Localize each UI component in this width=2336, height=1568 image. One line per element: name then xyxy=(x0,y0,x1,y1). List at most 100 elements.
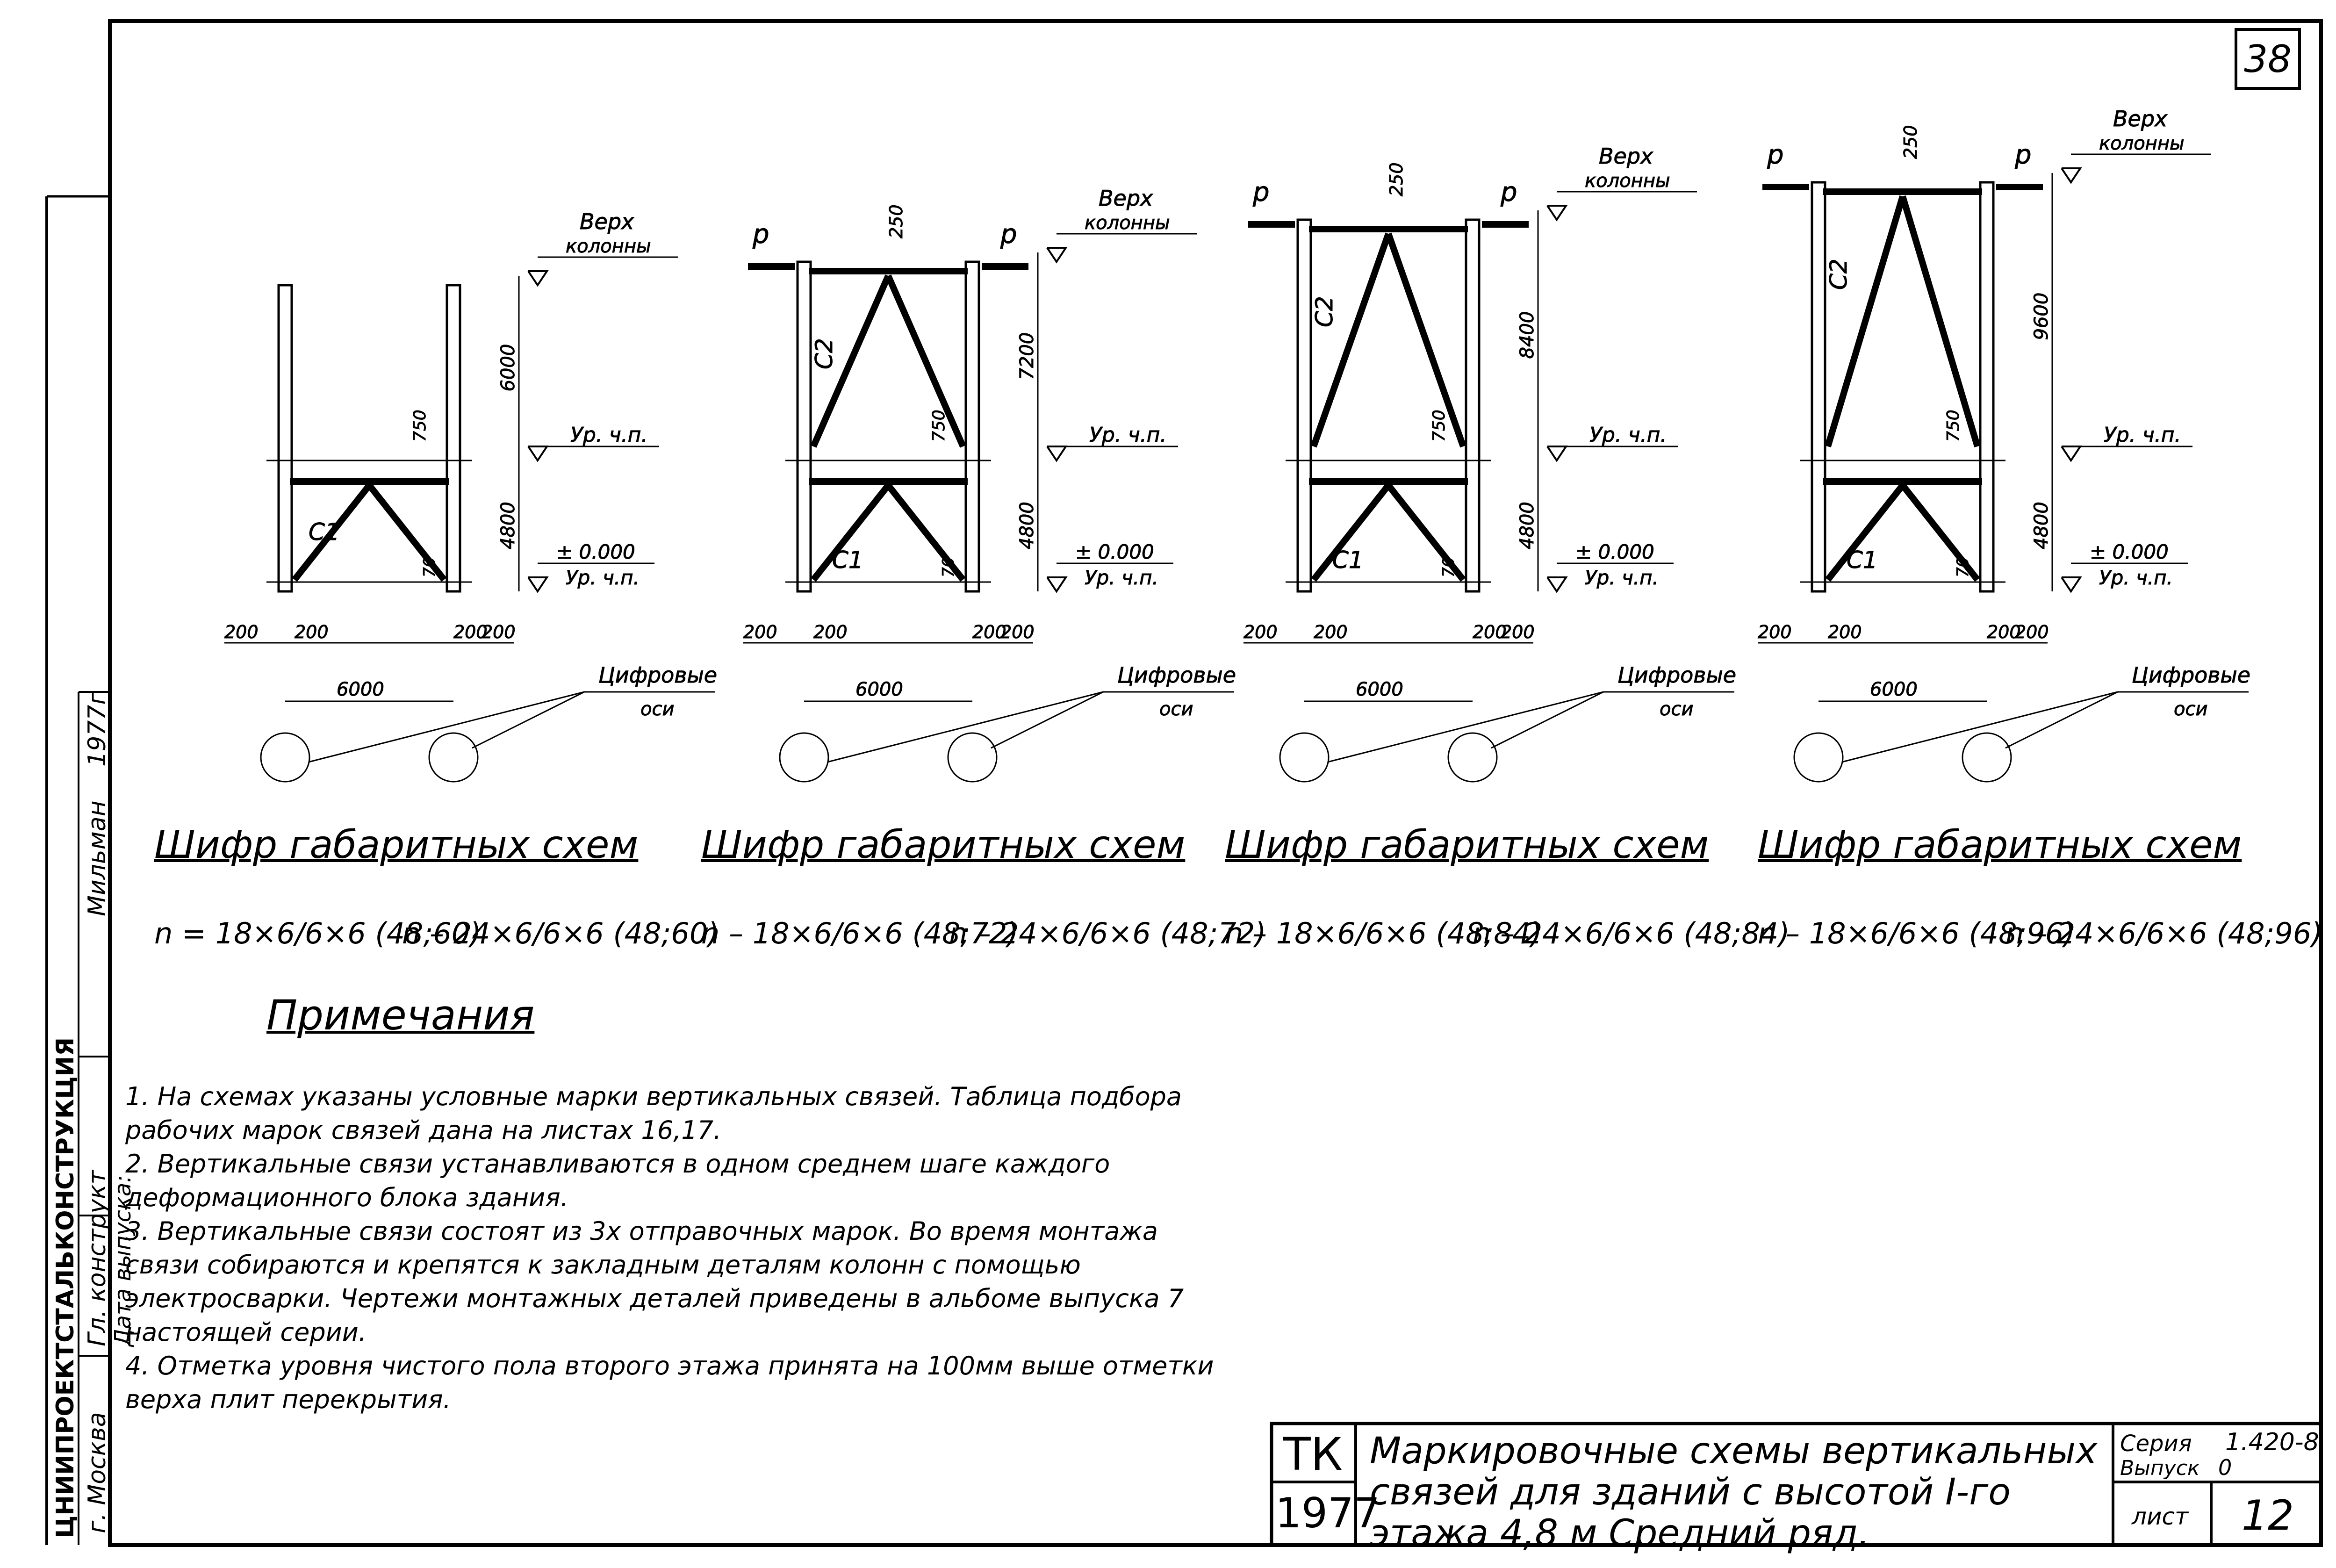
brace-c1-diag-left xyxy=(811,483,891,582)
dim-lower: 4800 xyxy=(1517,502,1538,549)
axis-label-2: оси xyxy=(640,698,674,720)
top-label-2: колонны xyxy=(1585,170,1670,192)
stamp-role: Гл. конструкт xyxy=(83,1170,111,1346)
sheet-title: Маркировочные схемы вертикальных связей … xyxy=(1370,1430,2098,1554)
brace-c1-diag-left xyxy=(292,483,372,582)
zero-mark-label: ± 0.000 xyxy=(556,540,635,563)
cipher-formula-3-b: n – 24×6/6×6 (48;84) xyxy=(1473,916,1790,950)
dim-750: 750 xyxy=(929,410,949,442)
column-left xyxy=(1811,181,1826,593)
axis-circle-left xyxy=(1279,732,1330,783)
axis-label-1: Цифровые xyxy=(1617,662,1736,688)
axis-circle-right xyxy=(1447,732,1498,783)
brace-c2-diag-left xyxy=(1825,195,1906,448)
cipher-formula-1-b: n – 24×6/6×6 (48;60) xyxy=(402,916,719,950)
top-label-1: Верх xyxy=(1099,186,1153,211)
ground-level-mark xyxy=(527,576,549,593)
cipher-title-4: Шифр габаритных схем xyxy=(1758,823,2242,867)
brace-c2-diag-right xyxy=(1899,195,1981,448)
dim-lower: 4800 xyxy=(1016,502,1038,549)
axis-circle-left xyxy=(779,732,829,783)
axis-leader-1 xyxy=(827,691,1104,763)
top-level-mark xyxy=(1546,205,1568,222)
note-4: 4. Отметка уровня чистого пола второго э… xyxy=(125,1351,1214,1414)
dim-250: 250 xyxy=(1900,125,1921,159)
dim-200-3: 200 xyxy=(453,622,488,642)
stamp-name: Мильман xyxy=(83,800,111,916)
axis-leader-1 xyxy=(308,691,585,763)
ground-level-label: Ур. ч.п. xyxy=(1085,566,1158,589)
ground-level-mark xyxy=(1046,576,1068,593)
dim-750: 750 xyxy=(1944,410,1963,442)
axis-circle-left xyxy=(1793,732,1844,783)
sheet-number: 38 xyxy=(2235,28,2301,90)
axis-label-2: оси xyxy=(1159,698,1193,720)
brace-c1-label: C1 xyxy=(1332,547,1364,574)
dim-70: 70 xyxy=(420,557,439,577)
load-right: p xyxy=(2014,140,2032,170)
axis-leader-1 xyxy=(1327,691,1604,763)
top-label-1: Верх xyxy=(580,209,634,234)
stamp-organization: ЦНИИПРОЕКТСТАЛЬКОНСТРУКЦИЯ xyxy=(51,1037,79,1538)
cipher-formula-4-a: n – 18×6/6×6 (48;96) xyxy=(1758,916,2075,950)
brace-c2-label: C2 xyxy=(1825,259,1852,290)
issue-value: 0 xyxy=(2218,1455,2232,1480)
top-level-mark xyxy=(1046,247,1068,264)
brace-c2-diag-right xyxy=(885,274,966,448)
axis-circle-left xyxy=(260,732,310,783)
column-left xyxy=(796,260,812,593)
dim-upper: 9600 xyxy=(2031,293,2052,340)
span-label: 6000 xyxy=(855,679,903,700)
column-left xyxy=(277,284,293,593)
dim-lower: 4800 xyxy=(497,502,519,549)
axis-label-2: оси xyxy=(2174,698,2207,720)
brace-c2-diag-left xyxy=(810,274,891,448)
dim-250: 250 xyxy=(1386,162,1407,196)
column-right xyxy=(964,260,980,593)
top-label-2: колонны xyxy=(566,236,651,257)
top-level-mark xyxy=(527,270,549,287)
note-2: 2. Вертикальные связи устанавливаются в … xyxy=(125,1149,1110,1212)
axis-label-1: Цифровые xyxy=(1117,662,1236,688)
axis-leader-1 xyxy=(1841,691,2118,763)
ground-level-mark xyxy=(1546,576,1568,593)
dim-200-1: 200 xyxy=(224,622,259,642)
floor-level-label: Ур. ч.п. xyxy=(2104,423,2181,447)
load-right: p xyxy=(1000,219,1017,250)
stamp-city: г. Москва xyxy=(83,1412,111,1533)
top-label-2: колонны xyxy=(2099,133,2185,154)
dim-200-4: 200 xyxy=(482,622,516,642)
dim-200-4: 200 xyxy=(1000,622,1035,642)
dim-lower: 4800 xyxy=(2031,502,2052,549)
cipher-formula-2-a: n – 18×6/6×6 (48;72) xyxy=(701,916,1019,950)
dim-200-3: 200 xyxy=(1473,622,1507,642)
axis-circle-right xyxy=(947,732,998,783)
column-left xyxy=(1296,218,1312,593)
ground-level-label: Ур. ч.п. xyxy=(2099,566,2173,589)
brace-c1-label: C1 xyxy=(832,547,863,574)
dim-upper: 8400 xyxy=(1517,311,1538,359)
brace-c1-diag-right xyxy=(885,483,966,582)
cipher-formula-2-b: n – 24×6/6×6 (48;72) xyxy=(949,916,1266,950)
axis-label-2: оси xyxy=(1660,698,1693,720)
year: 1977 xyxy=(1275,1489,1380,1537)
cipher-title-1: Шифр габаритных схем xyxy=(154,823,639,867)
dim-upper: 6000 xyxy=(497,344,519,392)
series-label: Серия xyxy=(2120,1431,2192,1457)
org-code: ТК xyxy=(1283,1428,1343,1481)
notes-list: 1. На схемах указаны условные марки верт… xyxy=(125,1080,1215,1417)
ground-level-label: Ур. ч.п. xyxy=(566,566,640,589)
stamp-date-label: Дата выпуска: xyxy=(110,1175,136,1347)
brace-c1-diag-left xyxy=(1825,483,1905,582)
zero-mark-label: ± 0.000 xyxy=(1575,540,1654,563)
floor-level-mark xyxy=(1046,446,1068,462)
brace-c2-label: C2 xyxy=(811,338,838,369)
dim-750: 750 xyxy=(410,410,430,442)
zero-mark-label: ± 0.000 xyxy=(1075,540,1154,563)
axis-circle-right xyxy=(1962,732,2012,783)
dim-200-2: 200 xyxy=(295,622,329,642)
sheet-label: лист xyxy=(2132,1503,2189,1530)
stamp-date-value: 1977г xyxy=(83,692,111,767)
ground-level-label: Ур. ч.п. xyxy=(1585,566,1659,589)
